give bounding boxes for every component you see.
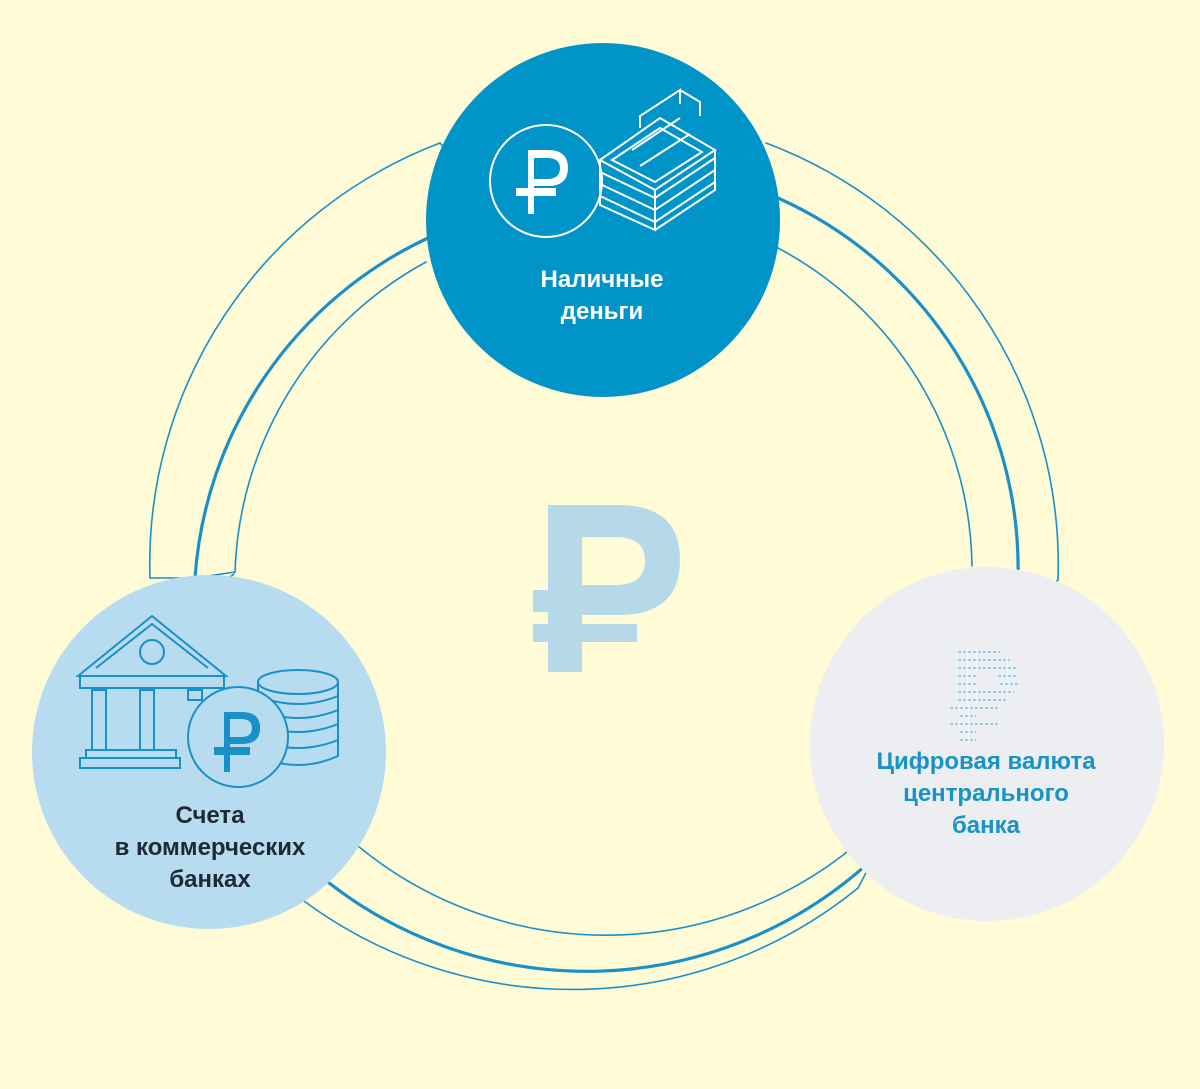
arrow-digital-to-accounts	[291, 845, 880, 991]
cash-label-line2: деньги	[560, 298, 644, 325]
cash-label: Наличные деньги	[452, 264, 752, 328]
ruble-coin-and-banknotes-icon	[489, 88, 717, 238]
cash-label-line1: Наличные	[540, 266, 664, 293]
digital-node	[810, 567, 1164, 921]
ruble-sign-icon	[214, 712, 260, 772]
accounts-node	[32, 575, 386, 929]
accounts-label-line2: в коммерческих	[114, 834, 306, 861]
digital-label-line3: банка	[951, 812, 1021, 839]
digital-label-line1: Цифровая валюта	[876, 748, 1096, 775]
digital-label-line2: центрального	[903, 780, 1069, 807]
arrow-accounts-to-cash	[148, 142, 463, 593]
cash-node	[426, 43, 780, 397]
accounts-label: Счета в коммерческих банках	[60, 800, 360, 896]
accounts-label-line3: банках	[169, 866, 251, 893]
digital-label: Цифровая валюта центрального банка	[836, 746, 1136, 842]
digital-ruble-icon	[950, 651, 1018, 741]
accounts-label-line1: Счета	[175, 802, 245, 829]
arrow-cash-to-digital	[751, 142, 1060, 607]
ruble-sign-icon	[533, 505, 680, 672]
